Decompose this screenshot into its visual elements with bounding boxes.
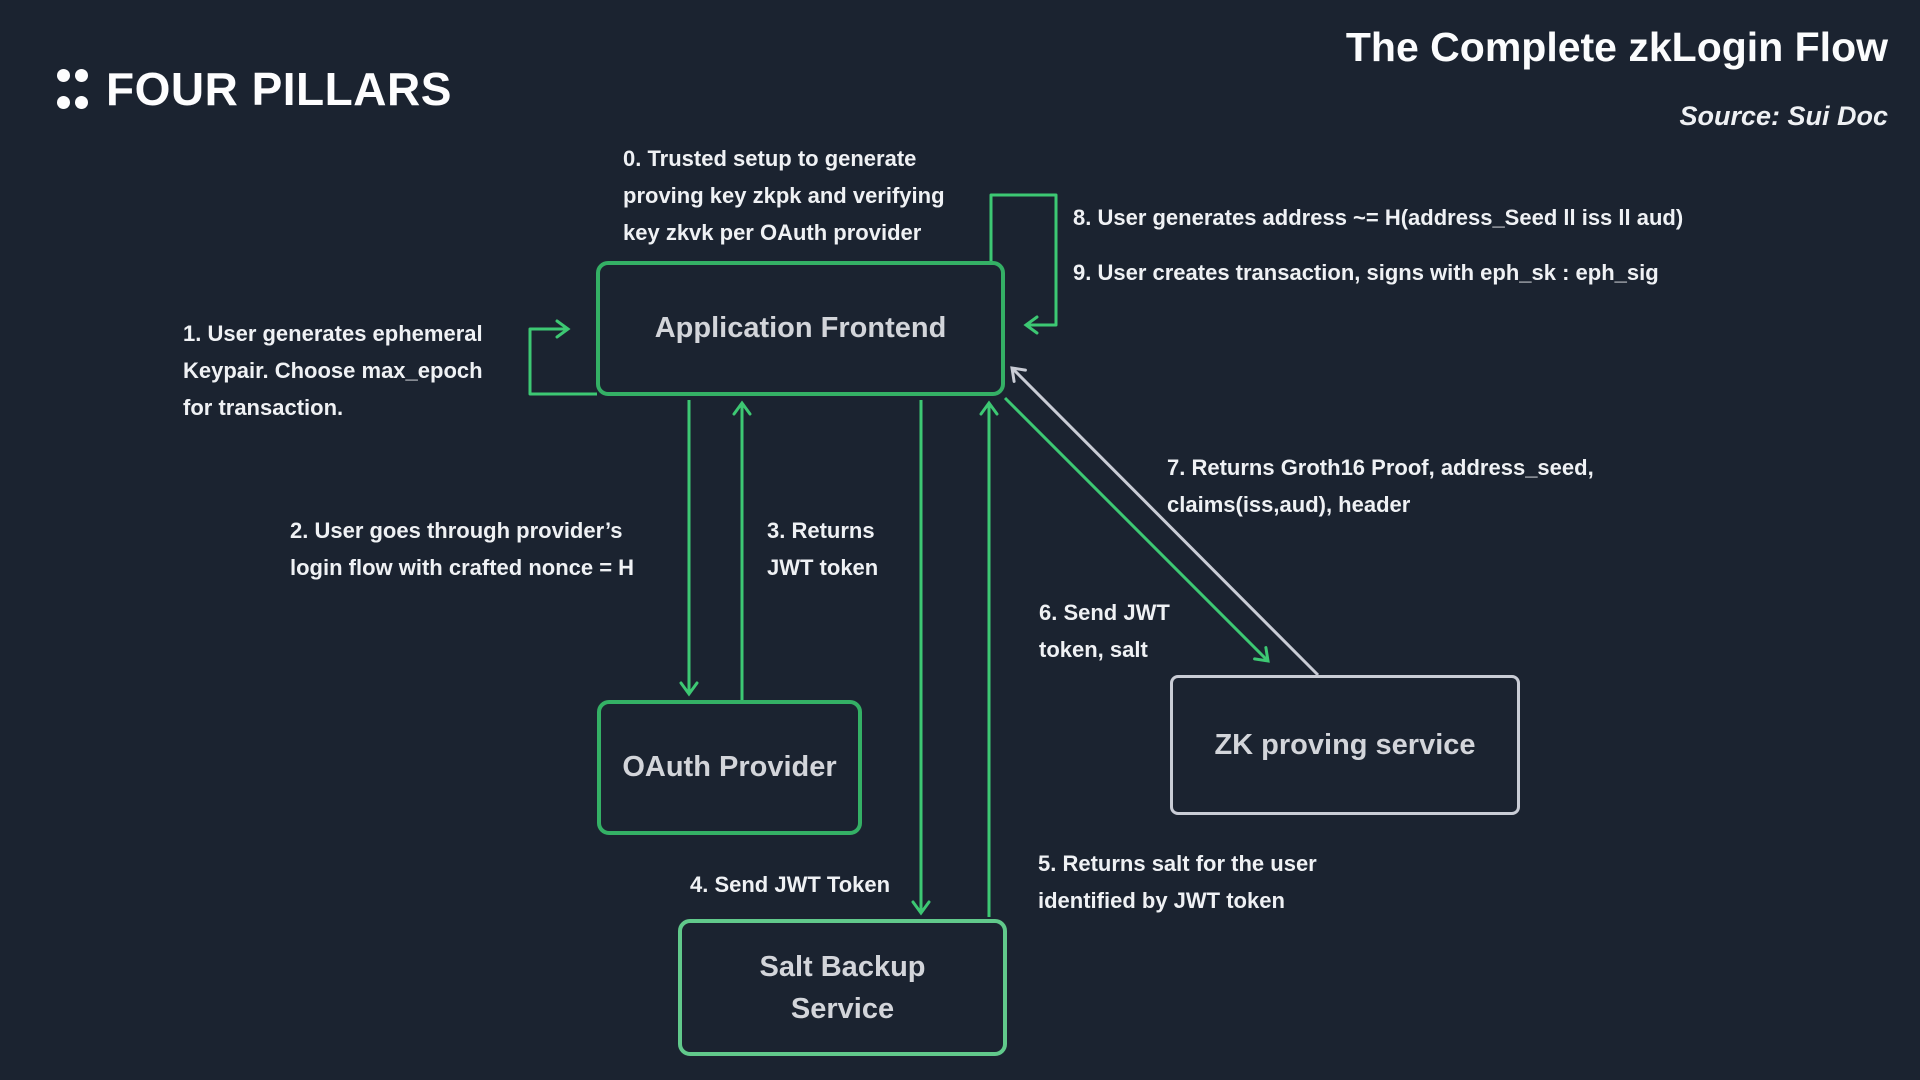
annotation-line: 1. User generates ephemeral [183, 321, 483, 346]
annotation-line: 3. Returns [767, 518, 875, 543]
annotation-step-9: 9. User creates transaction, signs with … [1073, 254, 1659, 291]
annotation-line: token, salt [1039, 637, 1148, 662]
annotation-line: 2. User goes through provider’s [290, 518, 623, 543]
annotation-step-1: 1. User generates ephemeral Keypair. Cho… [183, 315, 483, 426]
node-label: ZK proving service [1214, 728, 1476, 761]
node-salt-backup-service: Salt Backup Service [678, 919, 1007, 1056]
annotation-step-4: 4. Send JWT Token [690, 866, 890, 903]
annotation-step-3: 3. Returns JWT token [767, 512, 878, 586]
annotation-line: 8. User generates address ~= H(address_S… [1073, 205, 1684, 230]
logo-text: FOUR PILLARS [106, 63, 452, 115]
node-label: OAuth Provider [622, 751, 837, 783]
node-application-frontend: Application Frontend [596, 261, 1005, 396]
annotation-line: claims(iss,aud), header [1167, 492, 1411, 517]
annotation-line: login flow with crafted nonce = H [290, 555, 635, 580]
node-oauth-provider: OAuth Provider [597, 700, 862, 835]
annotation-line: 5. Returns salt for the user [1038, 851, 1317, 876]
page-title: The Complete zkLogin Flow [1345, 24, 1888, 70]
source-label: Source: Sui Doc [1679, 101, 1888, 131]
logo-dot [57, 96, 70, 109]
annotation-line: 0. Trusted setup to generate [623, 146, 917, 171]
node-label: Application Frontend [654, 312, 947, 344]
annotation-line: 9. User creates transaction, signs with … [1073, 260, 1659, 285]
annotation-line: JWT token [767, 555, 879, 580]
node-label: Salt Backup [759, 950, 926, 983]
annotation-step-7: 7. Returns Groth16 Proof, address_seed, … [1167, 449, 1594, 523]
four-pillars-logo-icon [57, 69, 88, 109]
arrow-1-ephemeral-self-loop [528, 319, 597, 396]
annotation-line: 4. Send JWT Token [690, 872, 891, 897]
annotation-line: identified by JWT token [1038, 888, 1285, 913]
logo-dot [57, 69, 70, 82]
logo-dot [75, 69, 88, 82]
annotation-line: proving key zkpk and verifying [623, 183, 945, 208]
node-zk-proving-service: ZK proving service [1170, 675, 1520, 815]
annotation-step-2: 2. User goes through provider’s login fl… [290, 512, 634, 586]
annotation-step-8: 8. User generates address ~= H(address_S… [1073, 199, 1683, 236]
annotation-line: 7. Returns Groth16 Proof, address_seed, [1167, 455, 1594, 480]
annotation-step-6: 6. Send JWT token, salt [1039, 594, 1170, 668]
node-label: Service [790, 992, 895, 1025]
annotation-line: 6. Send JWT [1039, 600, 1170, 625]
annotation-line: for transaction. [183, 395, 344, 420]
logo-dot [75, 96, 88, 109]
annotation-line: key zkvk per OAuth provider [623, 220, 922, 245]
annotation-line: Keypair. Choose max_epoch [183, 358, 483, 383]
annotation-step-0: 0. Trusted setup to generate proving key… [623, 140, 945, 251]
annotation-step-5: 5. Returns salt for the user identified … [1038, 845, 1317, 919]
